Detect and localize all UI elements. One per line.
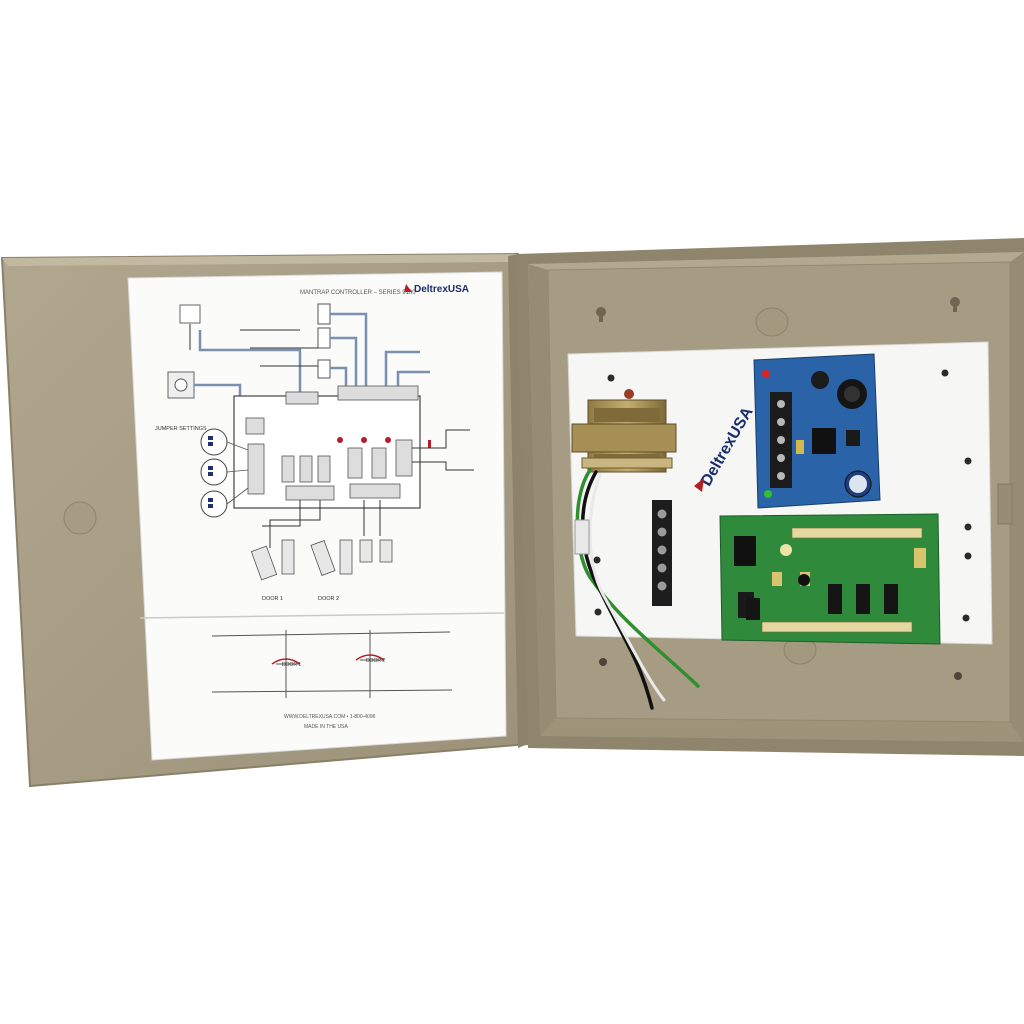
diagram-footer-web: WWW.DELTREXUSA.COM • 1-800-4096	[284, 714, 376, 720]
power-supply-board	[753, 353, 881, 509]
diagram-footer-made: MADE IN THE USA	[304, 724, 348, 730]
jumper-settings-label: JUMPER SETTINGS	[155, 426, 207, 432]
door-knockout-hole	[63, 501, 97, 535]
diagram-title: MANTRAP CONTROLLER – SERIES 9100	[300, 290, 416, 296]
diagram-logo-mark	[404, 284, 412, 292]
controller-board	[719, 513, 941, 645]
ac-power-wires	[574, 468, 700, 710]
diagram-door-label-a: DOOR 1	[282, 662, 301, 668]
mounting-keyholes	[596, 297, 960, 322]
diagram-door-1: DOOR 1	[262, 596, 283, 602]
transformer	[571, 389, 677, 473]
diagram-door-label-b: DOOR 2	[366, 658, 385, 664]
diagram-door-2: DOOR 2	[318, 596, 339, 602]
terminal-strip	[652, 500, 672, 606]
wiring-diagram-sheet: MANTRAP CONTROLLER – SERIES 9100 Deltrex…	[127, 271, 507, 761]
diagram-brand-logo: DeltrexUSA	[414, 284, 469, 295]
